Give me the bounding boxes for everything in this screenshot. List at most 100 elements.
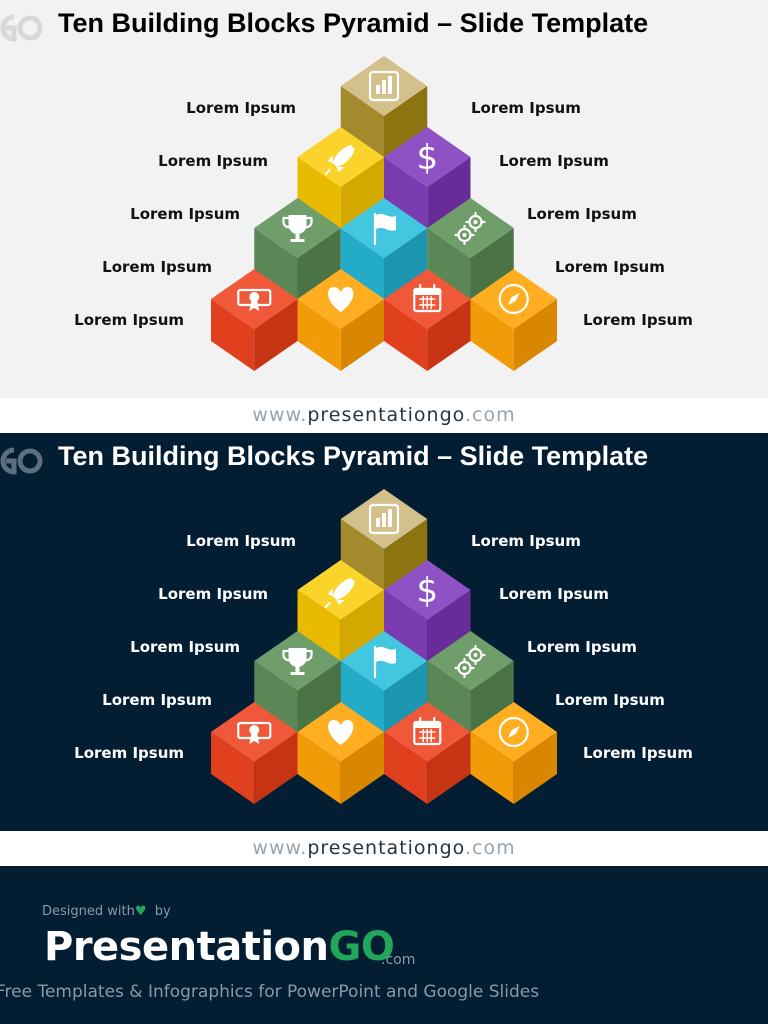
label-right-1: Lorem Ipsum <box>471 99 581 117</box>
heart-icon <box>328 287 354 312</box>
block-right-face <box>254 732 298 804</box>
label-left-2: Lorem Ipsum <box>158 152 268 170</box>
footer-band-1: www.presentationgo.com <box>0 398 768 433</box>
pyramid-block <box>254 198 341 300</box>
slide-light: Ten Building Blocks Pyramid – Slide Temp… <box>0 0 768 398</box>
block-left-face <box>297 590 341 662</box>
block-left-face <box>297 157 341 229</box>
block-right-face <box>384 519 428 591</box>
pyramid-block <box>340 56 428 158</box>
block-left-face <box>254 661 298 733</box>
svg-text:$: $ <box>416 138 438 178</box>
block-top-face <box>427 198 514 258</box>
pyramid-block <box>340 631 428 733</box>
pyramid-block <box>427 631 514 733</box>
block-right-face <box>340 299 384 371</box>
bar-chart-icon <box>368 503 400 535</box>
block-left-face <box>384 590 428 662</box>
block-right-face <box>340 157 384 229</box>
label-right-3: Lorem Ipsum <box>527 638 637 656</box>
label-left-3: Lorem Ipsum <box>130 638 240 656</box>
block-right-face <box>340 590 384 662</box>
calendar-icon <box>413 283 442 313</box>
block-left-face <box>297 299 341 371</box>
go-logo-icon <box>0 447 43 475</box>
pyramid-block <box>384 702 471 804</box>
block-left-face <box>297 732 341 804</box>
label-right-5: Lorem Ipsum <box>583 744 693 762</box>
calendar-icon <box>413 716 442 746</box>
block-left-face <box>384 157 428 229</box>
label-left-5: Lorem Ipsum <box>74 311 184 329</box>
footer-url[interactable]: www.presentationgo.com <box>252 404 516 426</box>
label-left-4: Lorem Ipsum <box>102 258 212 276</box>
slide-title: Ten Building Blocks Pyramid – Slide Temp… <box>58 441 649 471</box>
rocket-icon <box>324 145 355 176</box>
block-left-face <box>340 519 384 591</box>
label-right-2: Lorem Ipsum <box>499 585 609 603</box>
pyramid-diagram: $ <box>211 56 557 371</box>
brand-com: .com <box>381 952 416 968</box>
block-right-face <box>297 228 341 300</box>
block-right-face <box>384 661 428 733</box>
label-left-1: Lorem Ipsum <box>186 99 296 117</box>
pyramid-block <box>297 560 384 662</box>
footer-url[interactable]: www.presentationgo.com <box>252 837 516 859</box>
designed-with-text: Designed with♥ by <box>42 904 171 919</box>
label-left-4: Lorem Ipsum <box>102 691 212 709</box>
block-right-face <box>427 157 471 229</box>
block-left-face <box>427 661 471 733</box>
compass-icon <box>498 283 529 315</box>
gears-icon <box>454 644 486 679</box>
block-right-face <box>384 228 428 300</box>
label-left-2: Lorem Ipsum <box>158 585 268 603</box>
rocket-icon <box>324 578 355 609</box>
label-right-4: Lorem Ipsum <box>555 691 665 709</box>
block-right-face <box>427 732 471 804</box>
certificate-icon <box>237 288 272 311</box>
pyramid-block <box>470 269 557 371</box>
slide-title: Ten Building Blocks Pyramid – Slide Temp… <box>58 8 649 38</box>
block-right-face <box>427 299 471 371</box>
pyramid-block <box>340 198 428 300</box>
label-right-4: Lorem Ipsum <box>555 258 665 276</box>
label-left-5: Lorem Ipsum <box>74 744 184 762</box>
block-right-face <box>470 228 514 300</box>
footer-band-2: www.presentationgo.com <box>0 831 768 866</box>
go-logo-icon <box>0 14 43 42</box>
block-left-face <box>340 661 384 733</box>
block-right-face <box>384 86 428 158</box>
flag-icon <box>373 212 396 246</box>
certificate-icon <box>237 721 272 744</box>
heart-icon: ♥ <box>134 904 147 919</box>
block-left-face <box>211 299 255 371</box>
block-left-face <box>384 299 428 371</box>
block-left-face <box>340 86 384 158</box>
pyramid-block <box>254 631 341 733</box>
block-right-face <box>470 661 514 733</box>
label-right-3: Lorem Ipsum <box>527 205 637 223</box>
block-right-face <box>297 661 341 733</box>
pyramid-block <box>297 269 384 371</box>
block-left-face <box>427 228 471 300</box>
dollar-icon: $ <box>416 138 438 178</box>
label-left-3: Lorem Ipsum <box>130 205 240 223</box>
gears-icon <box>454 211 486 246</box>
compass-icon <box>498 716 529 748</box>
block-top-face <box>427 631 514 691</box>
brand-logo[interactable]: PresentationGO <box>44 924 395 970</box>
block-left-face <box>470 299 514 371</box>
pyramid-diagram: $ <box>211 489 557 804</box>
block-left-face <box>211 732 255 804</box>
pyramid-block <box>470 702 557 804</box>
flag-icon <box>373 645 396 679</box>
block-right-face <box>513 299 557 371</box>
block-top-face <box>384 560 471 620</box>
pyramid-block <box>211 702 298 804</box>
credits-panel: Designed with♥ by PresentationGO .com Fr… <box>0 866 768 1024</box>
pyramid-block: $ <box>384 560 471 662</box>
trophy-icon <box>282 648 313 675</box>
svg-text:$: $ <box>416 571 438 611</box>
bar-chart-icon <box>368 70 400 102</box>
pyramid-block <box>427 198 514 300</box>
